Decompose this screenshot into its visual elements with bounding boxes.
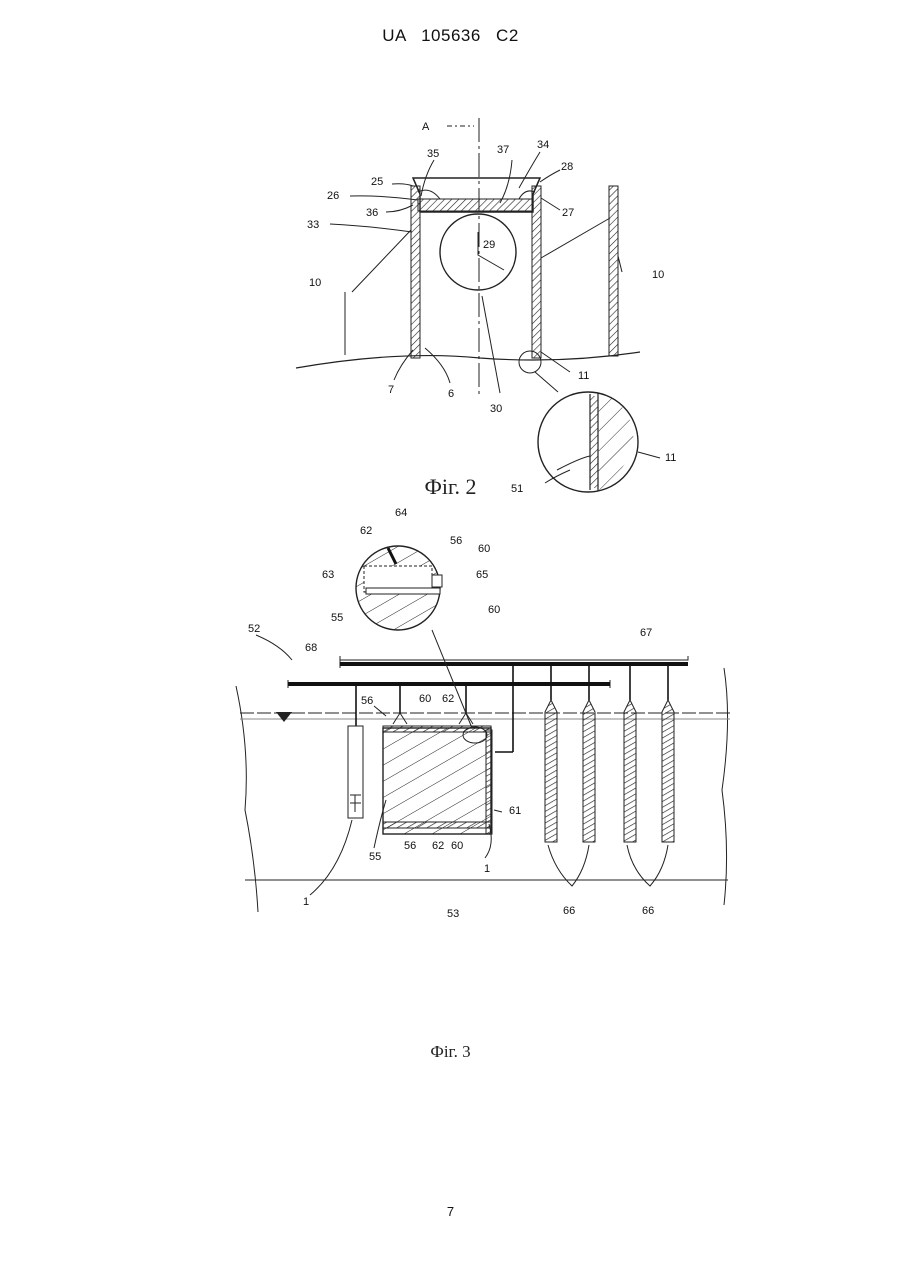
reference-numeral: 60 <box>488 604 500 616</box>
reference-numeral: 10 <box>652 269 664 281</box>
reference-numeral: 37 <box>497 144 509 156</box>
reference-numeral: 62 <box>442 693 454 705</box>
reference-numeral: 55 <box>369 851 381 863</box>
label-a: A <box>422 121 430 133</box>
document-number: UA 105636 C2 <box>0 26 901 46</box>
figure-2-caption: Фіг. 2 <box>0 474 901 500</box>
reference-numeral: 36 <box>366 207 378 219</box>
reference-numeral: 56 <box>404 840 416 852</box>
central-block <box>383 728 491 834</box>
far-wall <box>609 186 618 356</box>
reference-numeral: 29 <box>483 239 495 251</box>
reference-numeral: 53 <box>447 908 459 920</box>
reference-numeral: 11 <box>665 452 676 464</box>
reference-numeral: 65 <box>476 569 488 581</box>
reference-numeral: 28 <box>561 161 573 173</box>
reference-numeral: 25 <box>371 176 383 188</box>
reference-numeral: 1 <box>303 896 309 908</box>
reference-numeral: 10 <box>309 277 321 289</box>
reference-numeral: 62 <box>432 840 444 852</box>
reference-numeral: 60 <box>451 840 463 852</box>
figure-3-drawing: 64 62 56 60 63 65 55 60 52 67 68 56 60 6… <box>0 500 901 930</box>
reference-numeral: 52 <box>248 623 260 635</box>
reference-numeral: 55 <box>331 612 343 624</box>
reference-numeral: 62 <box>360 525 372 537</box>
page-number: 7 <box>0 1204 901 1219</box>
left-wall <box>411 186 420 358</box>
reference-numeral: 63 <box>322 569 334 581</box>
reference-numeral: 60 <box>419 693 431 705</box>
reference-numeral: 26 <box>327 190 339 202</box>
reference-numeral: 30 <box>490 403 502 415</box>
reference-numeral: 35 <box>427 148 439 160</box>
reference-numeral: 56 <box>361 695 373 707</box>
reference-numeral: 66 <box>642 905 654 917</box>
reference-numeral: 60 <box>478 543 490 555</box>
reference-numeral: 64 <box>395 507 407 519</box>
electrodes <box>545 700 674 842</box>
reference-numeral: 67 <box>640 627 652 639</box>
reference-numeral: 33 <box>307 219 319 231</box>
figure-3-caption: Фіг. 3 <box>0 1042 901 1062</box>
reference-numeral: 56 <box>450 535 462 547</box>
reference-numeral: 61 <box>509 805 521 817</box>
ground-line <box>296 352 640 368</box>
reference-numeral: 27 <box>562 207 574 219</box>
detail-marker <box>519 351 541 373</box>
reference-numeral: 34 <box>537 139 549 151</box>
reference-numeral: 11 <box>578 370 589 382</box>
reference-numeral: 66 <box>563 905 575 917</box>
reference-numeral: 68 <box>305 642 317 654</box>
reference-numeral: 6 <box>448 388 454 400</box>
figure-2-drawing: A 35 37 34 28 25 26 36 33 27 29 10 10 7 … <box>0 100 901 500</box>
reference-numeral: 7 <box>388 384 394 396</box>
cap-plate <box>418 199 533 211</box>
reference-numeral: 1 <box>484 863 490 875</box>
